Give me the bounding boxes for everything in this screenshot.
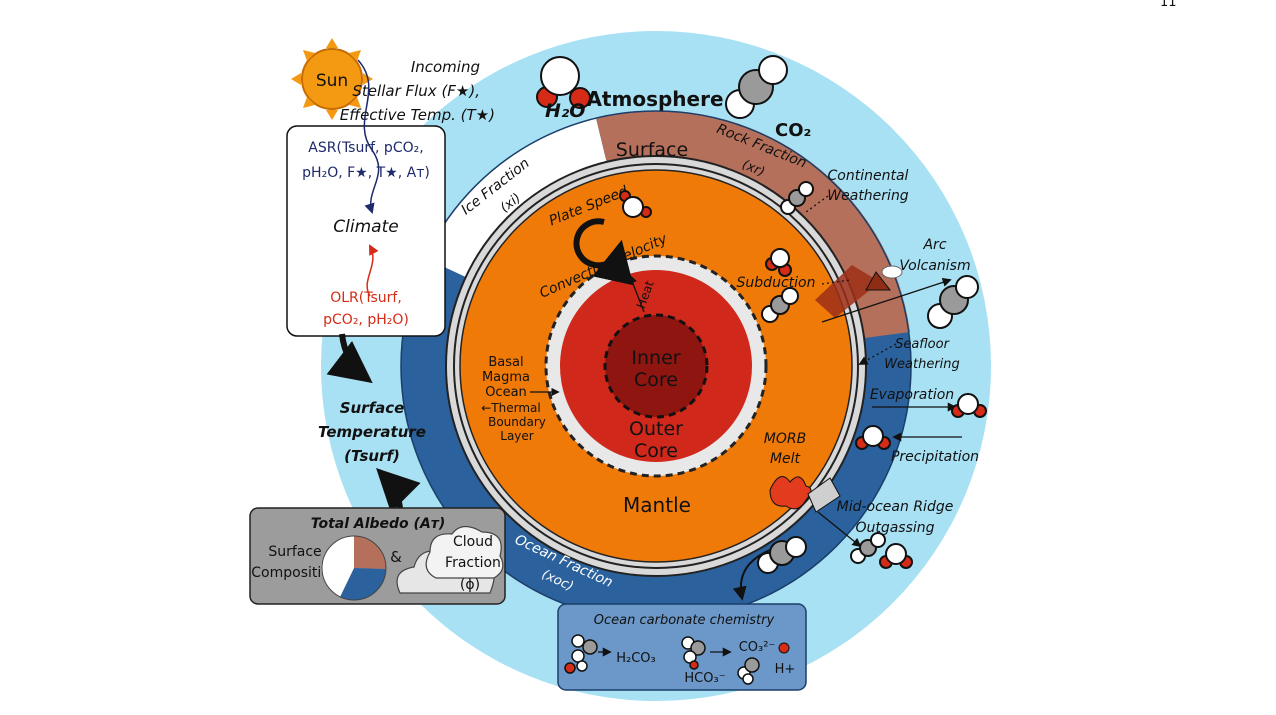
ridge-molecules-icon <box>850 532 913 569</box>
subducting-slab <box>815 265 880 318</box>
incoming-flux-line1: Incoming <box>411 58 480 76</box>
outer-core-label-2: Core <box>634 440 678 462</box>
seafloor-weathering-line1: Seafloor <box>895 337 951 352</box>
arc-co2-molecule-icon <box>927 275 979 329</box>
h2co3-molecule-icon <box>564 634 598 674</box>
albedo-title: Total Albedo (Aᴛ) <box>311 516 446 532</box>
subduction-label: Subduction <box>737 275 816 291</box>
surface-composition-line2: Composition <box>251 565 338 581</box>
ocean-co2-molecule-icon <box>757 536 807 574</box>
surface-composition-pie-icon <box>321 535 387 601</box>
hco3-label: HCO₃⁻ <box>684 671 725 686</box>
ocean-dissolution-arrow <box>732 549 771 601</box>
olr-arrow <box>366 244 379 297</box>
co3-molecule-icon <box>737 657 760 685</box>
olr-line1: OLR(Tsurf, <box>330 290 402 306</box>
seafloor-weathering-pointer <box>858 343 897 365</box>
surface-composition-line1: Surface <box>268 544 321 560</box>
heat-arrow <box>628 274 645 313</box>
basal-magma-line1: Basal <box>488 355 523 370</box>
arc-volcanism-line1: Arc <box>922 237 946 253</box>
surface-temperature-line3: (Tsurf) <box>344 447 400 465</box>
thermal-boundary-dash <box>544 254 768 478</box>
incoming-flux-line3: Effective Temp. (T★) <box>340 106 495 124</box>
co2-label: CO₂ <box>775 120 811 141</box>
arc-volcanism-line2: Volcanism <box>899 258 970 274</box>
continental-weathering-line1: Continental <box>828 168 909 184</box>
h2o-molecule-icon <box>536 56 591 109</box>
cloud-fraction-line2: Fraction <box>445 555 501 571</box>
outer-core-label-1: Outer <box>629 418 683 440</box>
basal-magma-line2: Magma <box>482 370 530 385</box>
asr-line1: ASR(Tsurf, pCO₂, <box>308 140 423 156</box>
basal-magma-line3: Ocean <box>485 385 527 400</box>
cloud-fraction-line1: Cloud <box>453 534 493 550</box>
inner-core <box>603 313 709 419</box>
subduction-molecule-icon <box>761 248 799 323</box>
volcano-icon <box>865 265 903 291</box>
co3-label: CO₃²⁻ <box>739 640 776 655</box>
cloud-icon <box>396 525 504 594</box>
page-number: 11 <box>1160 0 1177 10</box>
h2co3-label: H₂CO₃ <box>616 651 656 666</box>
arc-volcanism-arrow <box>821 277 952 323</box>
asr-arrow <box>357 59 380 215</box>
ocean-carbonate-title: Ocean carbonate chemistry <box>594 613 775 628</box>
incoming-flux-line2: Stellar Flux (F★), <box>352 82 480 100</box>
h-ion-icon <box>778 642 790 654</box>
h2o-label: H₂O <box>545 100 585 122</box>
inner-core-label-2: Core <box>634 369 678 391</box>
sun-label: Sun <box>316 71 348 91</box>
tbl-line1: ←Thermal <box>481 401 540 415</box>
co2-molecule-icon <box>725 55 788 119</box>
ridge-gap <box>807 477 841 513</box>
evaporation-label: Evaporation <box>870 387 954 403</box>
surface-temperature-line1: Surface <box>340 399 405 417</box>
h-plus-label: H+ <box>775 662 796 677</box>
precipitation-h2o-molecule-icon <box>855 425 891 450</box>
ridge-outgassing-line2: Outgassing <box>855 520 934 536</box>
tbl-line3: Layer <box>500 429 534 443</box>
ridge-outgassing-arrow <box>817 511 862 548</box>
asr-line2: pH₂O, F★, T★, Aᴛ) <box>302 165 430 181</box>
cloud-fraction-line3: (ϕ) <box>460 577 480 593</box>
seafloor-weathering-line2: Weathering <box>884 357 960 372</box>
surface-temperature-line2: Temperature <box>318 423 426 441</box>
ridge-outgassing-line1: Mid-ocean Ridge <box>837 499 954 515</box>
albedo-to-temperature-arrow <box>376 468 421 513</box>
plate-h2o-molecule-icon <box>619 190 652 218</box>
crust-inner-line <box>453 163 859 569</box>
evaporation-h2o-molecule-icon <box>951 393 987 418</box>
olr-line2: pCO₂, pH₂O) <box>323 312 409 328</box>
continental-co2-molecule-icon <box>780 181 814 215</box>
inner-core-label-1: Inner <box>631 347 680 369</box>
tbl-line2: Boundary <box>488 415 546 429</box>
hco3-molecule-icon <box>681 636 706 670</box>
climate-to-temperature-arrow <box>326 333 373 384</box>
morb-melt-icon <box>769 476 812 510</box>
morb-label-2: Melt <box>770 451 801 467</box>
mantle-label: Mantle <box>623 493 691 517</box>
precipitation-label: Precipitation <box>891 449 979 465</box>
climate-label: Climate <box>333 217 398 237</box>
albedo-ampersand: & <box>390 548 402 566</box>
climate-box <box>286 125 446 337</box>
surface-label: Surface <box>616 139 688 161</box>
atmosphere-label: Atmosphere <box>586 87 723 111</box>
continental-weathering-line2: Weathering <box>827 188 909 204</box>
plate-speed-arrow <box>573 218 634 286</box>
morb-label-1: MORB <box>764 431 806 447</box>
sun-icon <box>291 38 373 120</box>
